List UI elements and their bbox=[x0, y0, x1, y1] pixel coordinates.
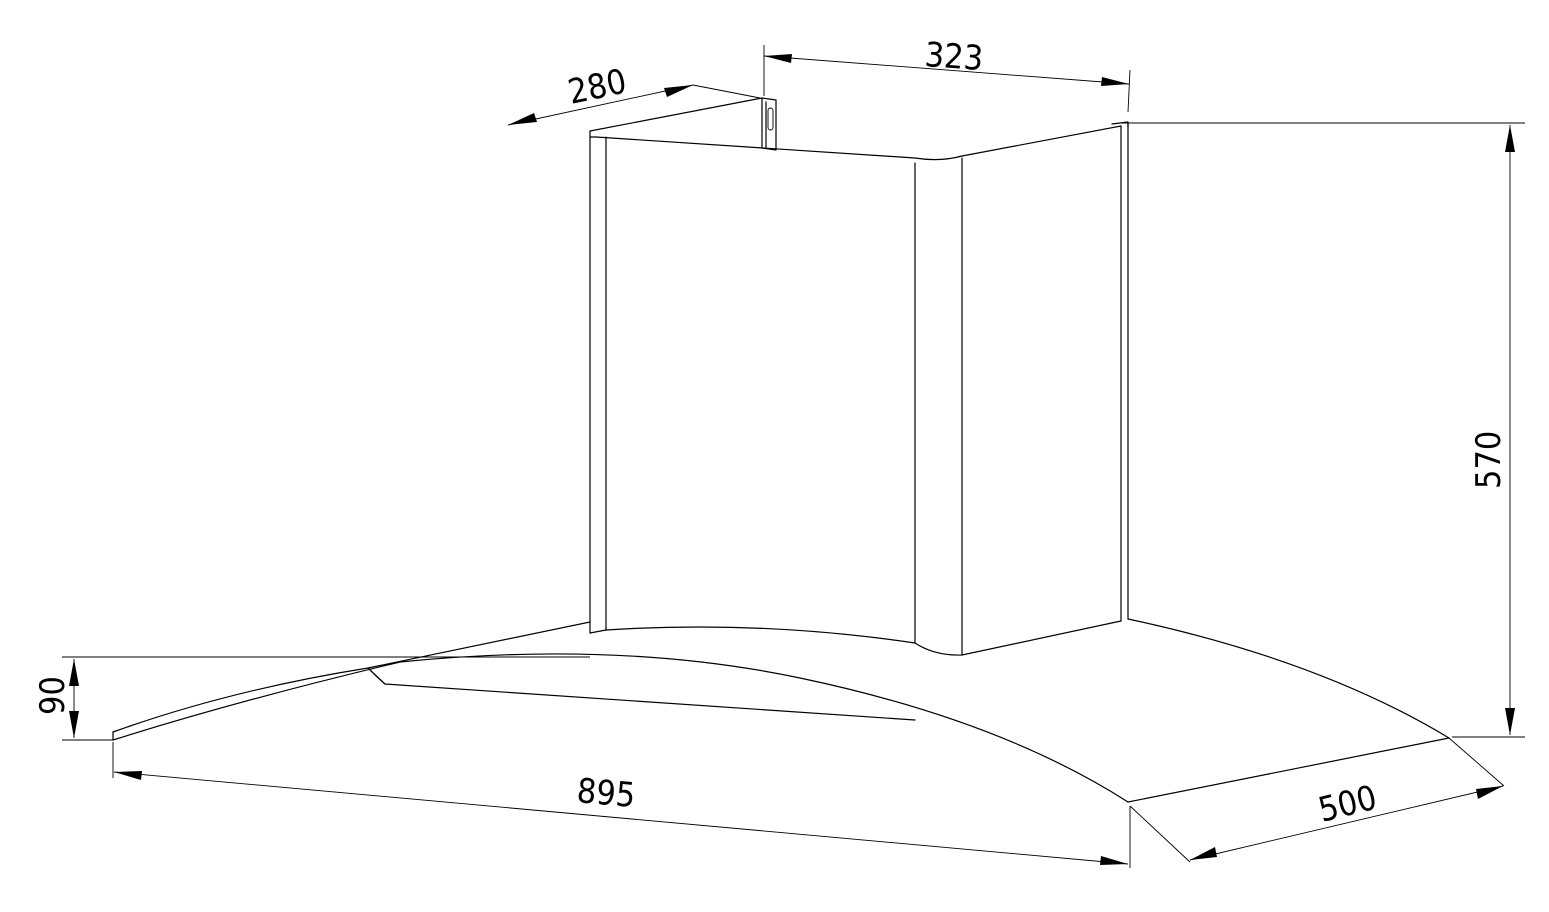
canopy bbox=[112, 618, 1450, 803]
chimney bbox=[589, 97, 1129, 656]
dimension-chimney-depth: 280 bbox=[507, 62, 761, 126]
chimney-top-front-edge bbox=[595, 125, 1122, 161]
dimension-chimney-width: 323 bbox=[763, 35, 1131, 113]
canopy-right-curve bbox=[1127, 618, 1450, 739]
chimney-top-back-edge bbox=[589, 97, 763, 132]
dimension-label-895: 895 bbox=[575, 771, 637, 816]
canopy-front-arch bbox=[112, 653, 1129, 803]
dimension-canopy-depth: 500 bbox=[1129, 737, 1505, 863]
mounting-bracket bbox=[761, 97, 777, 151]
dimension-label-500: 500 bbox=[1315, 778, 1381, 831]
dimension-total-height: 570 bbox=[1121, 122, 1525, 738]
dimension-canopy-width: 895 bbox=[112, 742, 1131, 868]
dimension-canopy-thickness: 90 bbox=[33, 656, 590, 741]
dimension-label-90: 90 bbox=[33, 676, 73, 715]
canopy-left-curve bbox=[112, 667, 369, 733]
dimension-label-570: 570 bbox=[1469, 431, 1509, 489]
dimension-label-323: 323 bbox=[923, 35, 984, 79]
dimension-label-280: 280 bbox=[565, 62, 630, 113]
